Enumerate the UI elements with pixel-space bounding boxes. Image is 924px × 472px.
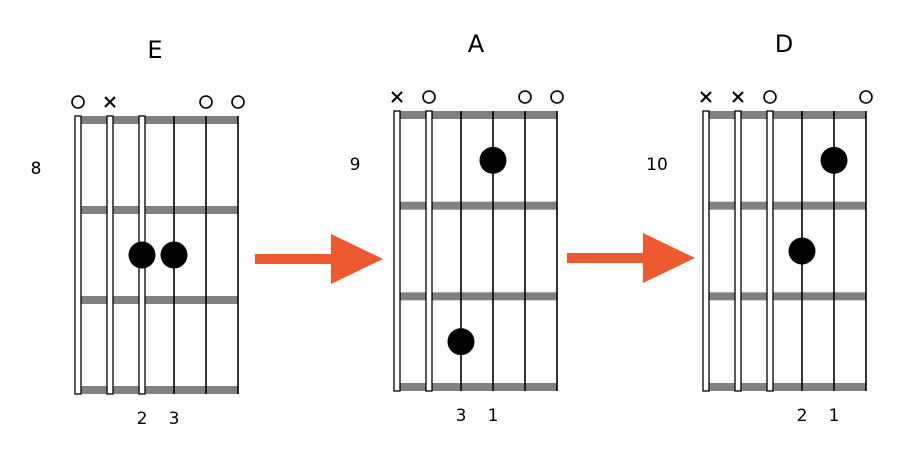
string-line <box>106 115 114 395</box>
string-line <box>393 110 401 392</box>
finger-number: 2 <box>137 409 148 429</box>
finger-dot <box>128 241 156 269</box>
fret-line <box>78 206 238 214</box>
muted-string-marker <box>104 96 116 108</box>
fret-line <box>706 383 866 391</box>
finger-dot <box>788 237 816 265</box>
fret-line <box>706 292 866 301</box>
open-string-marker <box>71 95 85 109</box>
finger-dot <box>479 146 507 174</box>
open-string-marker <box>422 90 436 104</box>
arrow-shaft <box>255 254 335 264</box>
fret-line <box>78 386 238 394</box>
open-string-marker <box>231 95 245 109</box>
arrow-head <box>643 233 695 283</box>
string-line <box>425 110 433 392</box>
finger-number: 3 <box>169 409 180 429</box>
muted-string-marker <box>700 91 712 103</box>
finger-dot <box>160 241 188 269</box>
string-line <box>702 110 710 392</box>
fret-line <box>78 116 238 124</box>
finger-number: 1 <box>829 406 840 426</box>
fret-line <box>78 296 238 304</box>
fret-line <box>397 111 557 119</box>
open-string-marker <box>859 90 873 104</box>
open-string-marker <box>550 90 564 104</box>
arrow-head <box>331 234 383 284</box>
muted-string-marker <box>391 91 403 103</box>
finger-number: 3 <box>456 406 467 426</box>
chord-name: A <box>468 30 485 58</box>
fret-line <box>706 111 866 119</box>
chord-name: E <box>147 36 162 64</box>
arrow-shaft <box>567 253 647 263</box>
start-fret-number: 10 <box>646 155 668 175</box>
finger-number: 2 <box>797 406 808 426</box>
start-fret-number: 8 <box>31 159 42 179</box>
open-string-marker <box>199 95 213 109</box>
fret-line <box>397 383 557 391</box>
finger-dot <box>447 328 475 356</box>
open-string-marker <box>518 90 532 104</box>
fret-line <box>397 201 557 210</box>
fret-line <box>397 292 557 301</box>
muted-string-marker <box>732 91 744 103</box>
fret-line <box>706 201 866 210</box>
string-line <box>74 115 82 395</box>
finger-dot <box>820 146 848 174</box>
finger-number: 1 <box>488 406 499 426</box>
string-line <box>734 110 742 392</box>
open-string-marker <box>763 90 777 104</box>
chord-name: D <box>775 30 793 58</box>
string-line <box>766 110 774 392</box>
start-fret-number: 9 <box>350 155 361 175</box>
